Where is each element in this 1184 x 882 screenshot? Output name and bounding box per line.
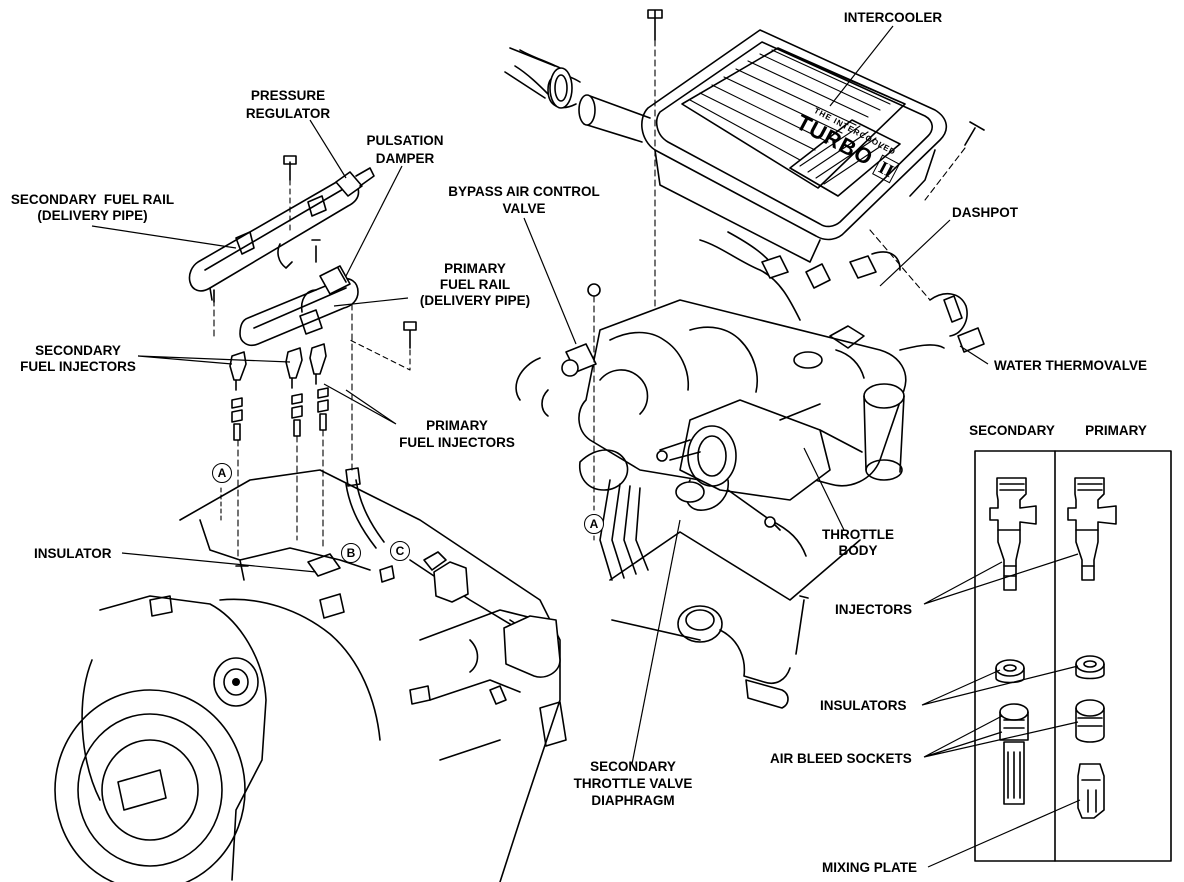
label-air-bleed-sockets: AIR BLEED SOCKETS bbox=[770, 751, 912, 766]
label-secondary-throttle-valve-line1: SECONDARY bbox=[590, 759, 676, 774]
label-insulator: INSULATOR bbox=[34, 546, 112, 561]
label-injectors: INJECTORS bbox=[835, 602, 913, 617]
label-secondary-throttle-valve-line3: DIAPHRAGM bbox=[591, 793, 675, 808]
label-primary-fuel-injectors-line1: PRIMARY bbox=[426, 418, 488, 433]
label-bypass-air-control-line1: BYPASS AIR CONTROL bbox=[448, 184, 600, 199]
label-secondary-fuel-injectors-line1: SECONDARY bbox=[35, 343, 121, 358]
label-primary-column: PRIMARY bbox=[1085, 423, 1147, 438]
label-secondary-column: SECONDARY bbox=[969, 423, 1055, 438]
label-primary-fuel-rail-line3: (DELIVERY PIPE) bbox=[419, 293, 531, 308]
label-throttle-body-line2: BODY bbox=[838, 543, 878, 558]
injector-detail-box bbox=[974, 450, 1172, 862]
label-insulators: INSULATORS bbox=[820, 698, 907, 713]
intercooler-drawing bbox=[504, 9, 985, 321]
label-secondary-fuel-rail-line2: (DELIVERY PIPE) bbox=[37, 208, 148, 223]
label-primary-fuel-rail-line1: PRIMARY bbox=[444, 261, 506, 276]
fuel-rails-drawing bbox=[188, 155, 417, 561]
label-throttle-body-line1: THROTTLE bbox=[822, 527, 894, 542]
label-secondary-fuel-rail-line1: SECONDARY FUEL RAIL bbox=[10, 192, 175, 207]
label-primary-fuel-injectors-line2: FUEL INJECTORS bbox=[399, 435, 515, 450]
engine-block-drawing bbox=[54, 469, 595, 882]
intake-manifold-drawing bbox=[515, 229, 985, 709]
label-bypass-air-control-line2: VALVE bbox=[502, 201, 546, 216]
callout-c: C bbox=[390, 541, 410, 561]
callout-b: B bbox=[341, 543, 361, 563]
label-water-thermovalve: WATER THERMOVALVE bbox=[994, 358, 1147, 373]
label-pulsation-damper-line1: PULSATION bbox=[366, 133, 444, 148]
label-pulsation-damper-line2: DAMPER bbox=[375, 151, 435, 166]
callout-a-right: A bbox=[584, 514, 604, 534]
badge-line3: II bbox=[872, 154, 901, 184]
callout-a-left: A bbox=[212, 463, 232, 483]
label-secondary-fuel-injectors-line2: FUEL INJECTORS bbox=[20, 359, 136, 374]
leader-lines bbox=[91, 25, 1081, 868]
label-intercooler: INTERCOOLER bbox=[843, 10, 943, 25]
label-primary-fuel-rail-line2: FUEL RAIL bbox=[439, 277, 511, 292]
label-pressure-regulator-line1: PRESSURE bbox=[250, 88, 326, 103]
label-secondary-throttle-valve-line2: THROTTLE VALVE bbox=[573, 776, 693, 791]
label-dashpot: DASHPOT bbox=[952, 205, 1019, 220]
label-mixing-plate: MIXING PLATE bbox=[822, 860, 918, 875]
label-pressure-regulator-line2: REGULATOR bbox=[245, 106, 331, 121]
